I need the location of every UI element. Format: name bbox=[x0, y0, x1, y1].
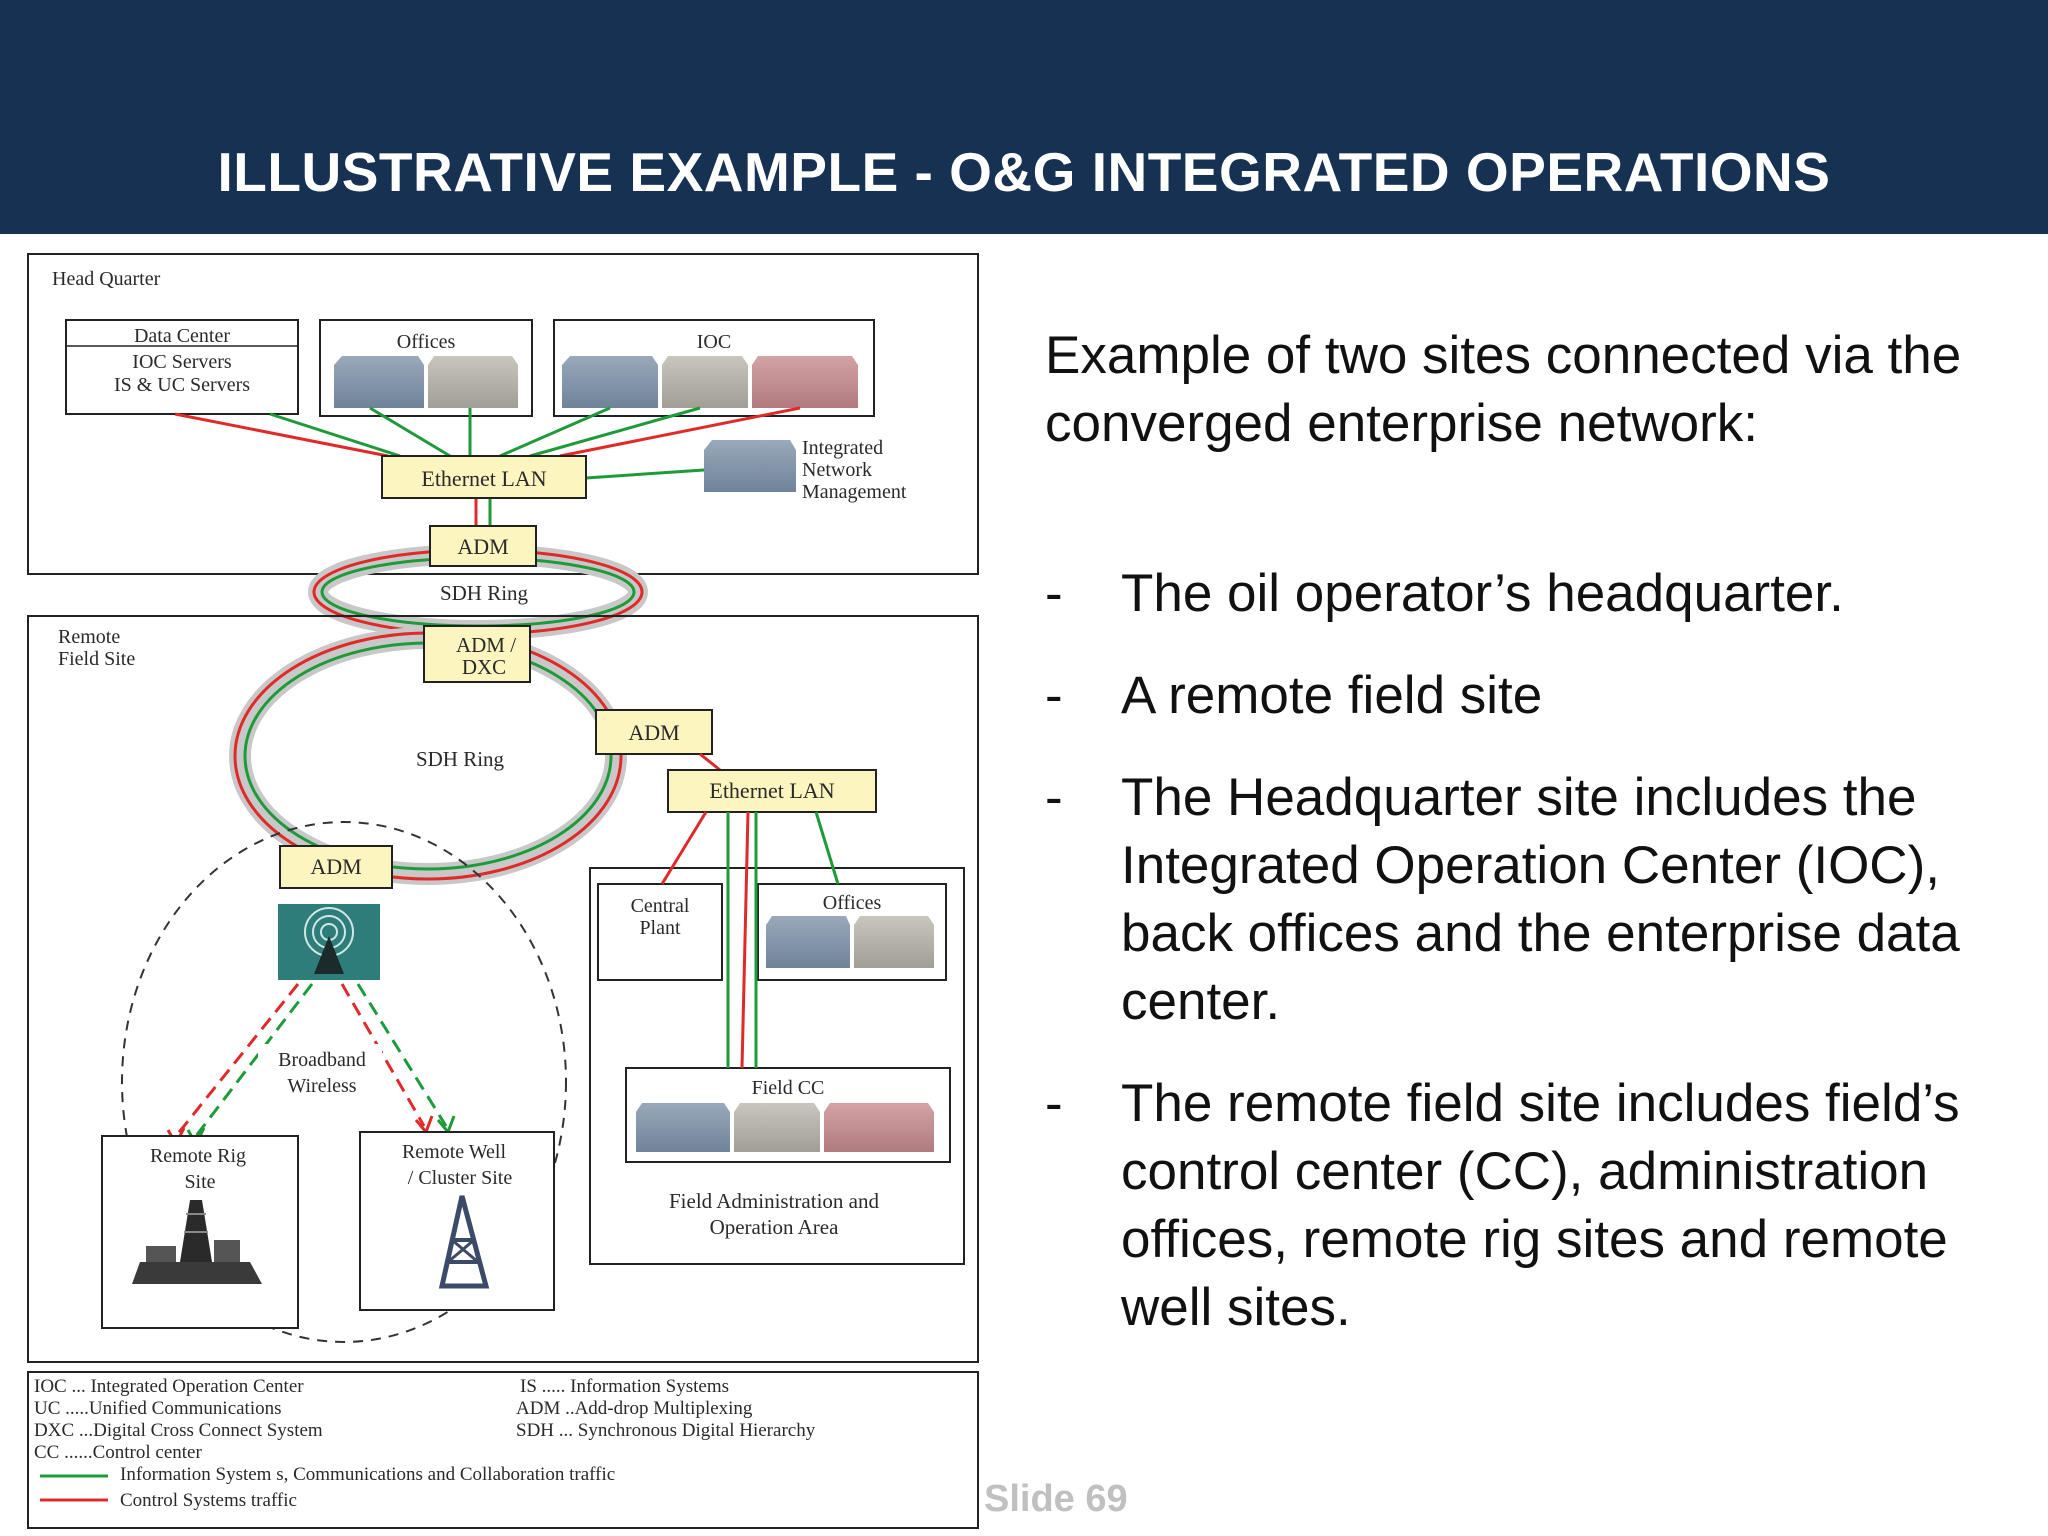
field-cc-building-2 bbox=[734, 1103, 820, 1152]
remote-rig-site-box: Remote Rig Site bbox=[101, 1135, 299, 1329]
adm-dxc-box bbox=[423, 625, 531, 683]
broadband-line-2: Wireless bbox=[287, 1075, 356, 1097]
field-ethernet-lan-box bbox=[667, 769, 877, 813]
legend-right-2: ADM ..Add-drop Multiplexing bbox=[516, 1398, 753, 1419]
bullet-text: The Headquarter site includes the Integr… bbox=[1121, 768, 1960, 1031]
bullet-text: The oil operator’s headquarter. bbox=[1121, 564, 1844, 623]
upper-sdh-ring-label: SDH Ring bbox=[440, 581, 529, 605]
ioc-box: IOC bbox=[553, 319, 875, 417]
remote-rig-line-2: Site bbox=[184, 1171, 215, 1193]
field-cc-box: Field CC bbox=[625, 1067, 951, 1163]
hq-adm-label: ADM bbox=[457, 534, 508, 559]
inm-line-1: Integrated bbox=[802, 437, 883, 459]
hq-office-building-2 bbox=[428, 356, 518, 408]
legend-right-1: IS ..... Information Systems bbox=[520, 1376, 729, 1397]
adm-dxc-line-2: DXC bbox=[462, 655, 506, 679]
data-center-line-3: IS & UC Servers bbox=[114, 374, 250, 396]
legend-right-3: SDH ... Synchronous Digital Hierarchy bbox=[516, 1420, 816, 1441]
hq-adm-box bbox=[429, 525, 537, 567]
inm-line-3: Management bbox=[802, 481, 907, 503]
inm-unit: Integrated Network Management bbox=[704, 437, 907, 503]
remote-well-line-1: Remote Well bbox=[402, 1141, 507, 1163]
field-offices-label: Offices bbox=[823, 892, 882, 914]
data-center-line-1: Data Center bbox=[134, 325, 230, 347]
ioc-building-3 bbox=[752, 356, 858, 408]
central-plant-line-1: Central bbox=[631, 895, 690, 917]
remote-site-line-1: Remote bbox=[58, 626, 120, 648]
field-admin-line-1: Field Administration and bbox=[669, 1189, 879, 1213]
remote-site-line-2: Field Site bbox=[58, 648, 135, 670]
hq-offices-box: Offices bbox=[319, 319, 533, 417]
field-adm-box bbox=[595, 709, 713, 755]
field-admin-line-2: Operation Area bbox=[710, 1215, 840, 1239]
field-office-building-2 bbox=[854, 916, 934, 968]
lower-sdh-ring-label: SDH Ring bbox=[416, 747, 505, 771]
ioc-building-1 bbox=[562, 356, 658, 408]
wireless-adm-label: ADM bbox=[310, 854, 361, 879]
wireless-coverage-area bbox=[121, 821, 567, 1343]
remote-well-line-2: / Cluster Site bbox=[408, 1167, 513, 1189]
legend-left-3: DXC ...Digital Cross Connect System bbox=[34, 1420, 323, 1441]
hq-offices-label: Offices bbox=[397, 331, 456, 353]
inm-line-2: Network bbox=[802, 459, 872, 481]
wireless-adm-box bbox=[279, 845, 393, 889]
bullet-text: A remote field site bbox=[1121, 666, 1543, 725]
hq-label: Head Quarter bbox=[52, 268, 161, 290]
field-offices-box: Offices bbox=[757, 883, 947, 981]
adm-dxc-line-1: ADM / bbox=[456, 633, 516, 657]
field-cc-label: Field CC bbox=[752, 1077, 825, 1099]
legend: IOC ... Integrated Operation Center UC .… bbox=[27, 1371, 979, 1529]
bullet-item: -A remote field site bbox=[1045, 666, 1543, 725]
ioc-label: IOC bbox=[697, 331, 731, 353]
bullet-item: -The oil operator’s headquarter. bbox=[1045, 564, 1844, 623]
data-center-box: Data Center IOC Servers IS & UC Servers bbox=[65, 319, 299, 415]
legend-left-2: UC .....Unified Communications bbox=[34, 1398, 282, 1419]
data-center-line-2: IOC Servers bbox=[132, 351, 232, 373]
slide-body-text: Example of two sites connected via the c… bbox=[1045, 322, 2035, 1342]
hq-office-building-1 bbox=[334, 356, 424, 408]
well-derrick-icon bbox=[438, 1195, 490, 1289]
bullet-item: -The remote field site includes field’s … bbox=[1045, 1074, 1960, 1337]
hq-ethernet-lan-box bbox=[381, 455, 587, 499]
field-cc-building-1 bbox=[636, 1103, 730, 1152]
legend-left-4: CC ......Control center bbox=[34, 1442, 202, 1463]
bullet-text: The remote field site includes field’s c… bbox=[1121, 1074, 1960, 1337]
oil-rig-icon bbox=[132, 1200, 262, 1284]
title-bar: ILLUSTRATIVE EXAMPLE - O&G INTEGRATED OP… bbox=[0, 0, 2048, 234]
hq-ethernet-lan-label: Ethernet LAN bbox=[421, 466, 546, 491]
field-adm-label: ADM bbox=[628, 720, 679, 745]
field-cc-building-3 bbox=[824, 1103, 934, 1152]
remote-field-site-box bbox=[27, 615, 979, 1363]
ioc-building-2 bbox=[662, 356, 748, 408]
wireless-tower-icon bbox=[278, 904, 380, 980]
remote-well-site-box: Remote Well / Cluster Site bbox=[359, 1131, 555, 1311]
slide-title: ILLUSTRATIVE EXAMPLE - O&G INTEGRATED OP… bbox=[217, 141, 1831, 203]
legend-green-label: Information System s, Communications and… bbox=[120, 1464, 615, 1485]
hq-links bbox=[174, 406, 801, 526]
central-plant-box: Central Plant bbox=[597, 883, 723, 981]
legend-left-1: IOC ... Integrated Operation Center bbox=[34, 1376, 304, 1397]
intro-text: Example of two sites connected via the c… bbox=[1045, 326, 1962, 453]
broadband-line-1: Broadband bbox=[278, 1049, 366, 1071]
slide-number: Slide 69 bbox=[984, 1478, 1128, 1520]
network-diagram: Head Quarter Data Center IOC Servers IS … bbox=[27, 253, 979, 1529]
bullet-item: -The Headquarter site includes the Integ… bbox=[1045, 768, 1960, 1031]
broadband-links bbox=[166, 983, 456, 1148]
remote-rig-line-1: Remote Rig bbox=[150, 1145, 246, 1167]
field-ethernet-lan-label: Ethernet LAN bbox=[709, 778, 834, 803]
legend-red-label: Control Systems traffic bbox=[120, 1490, 297, 1511]
field-links bbox=[660, 811, 840, 1069]
central-plant-line-2: Plant bbox=[639, 917, 681, 939]
field-office-building-1 bbox=[766, 916, 850, 968]
